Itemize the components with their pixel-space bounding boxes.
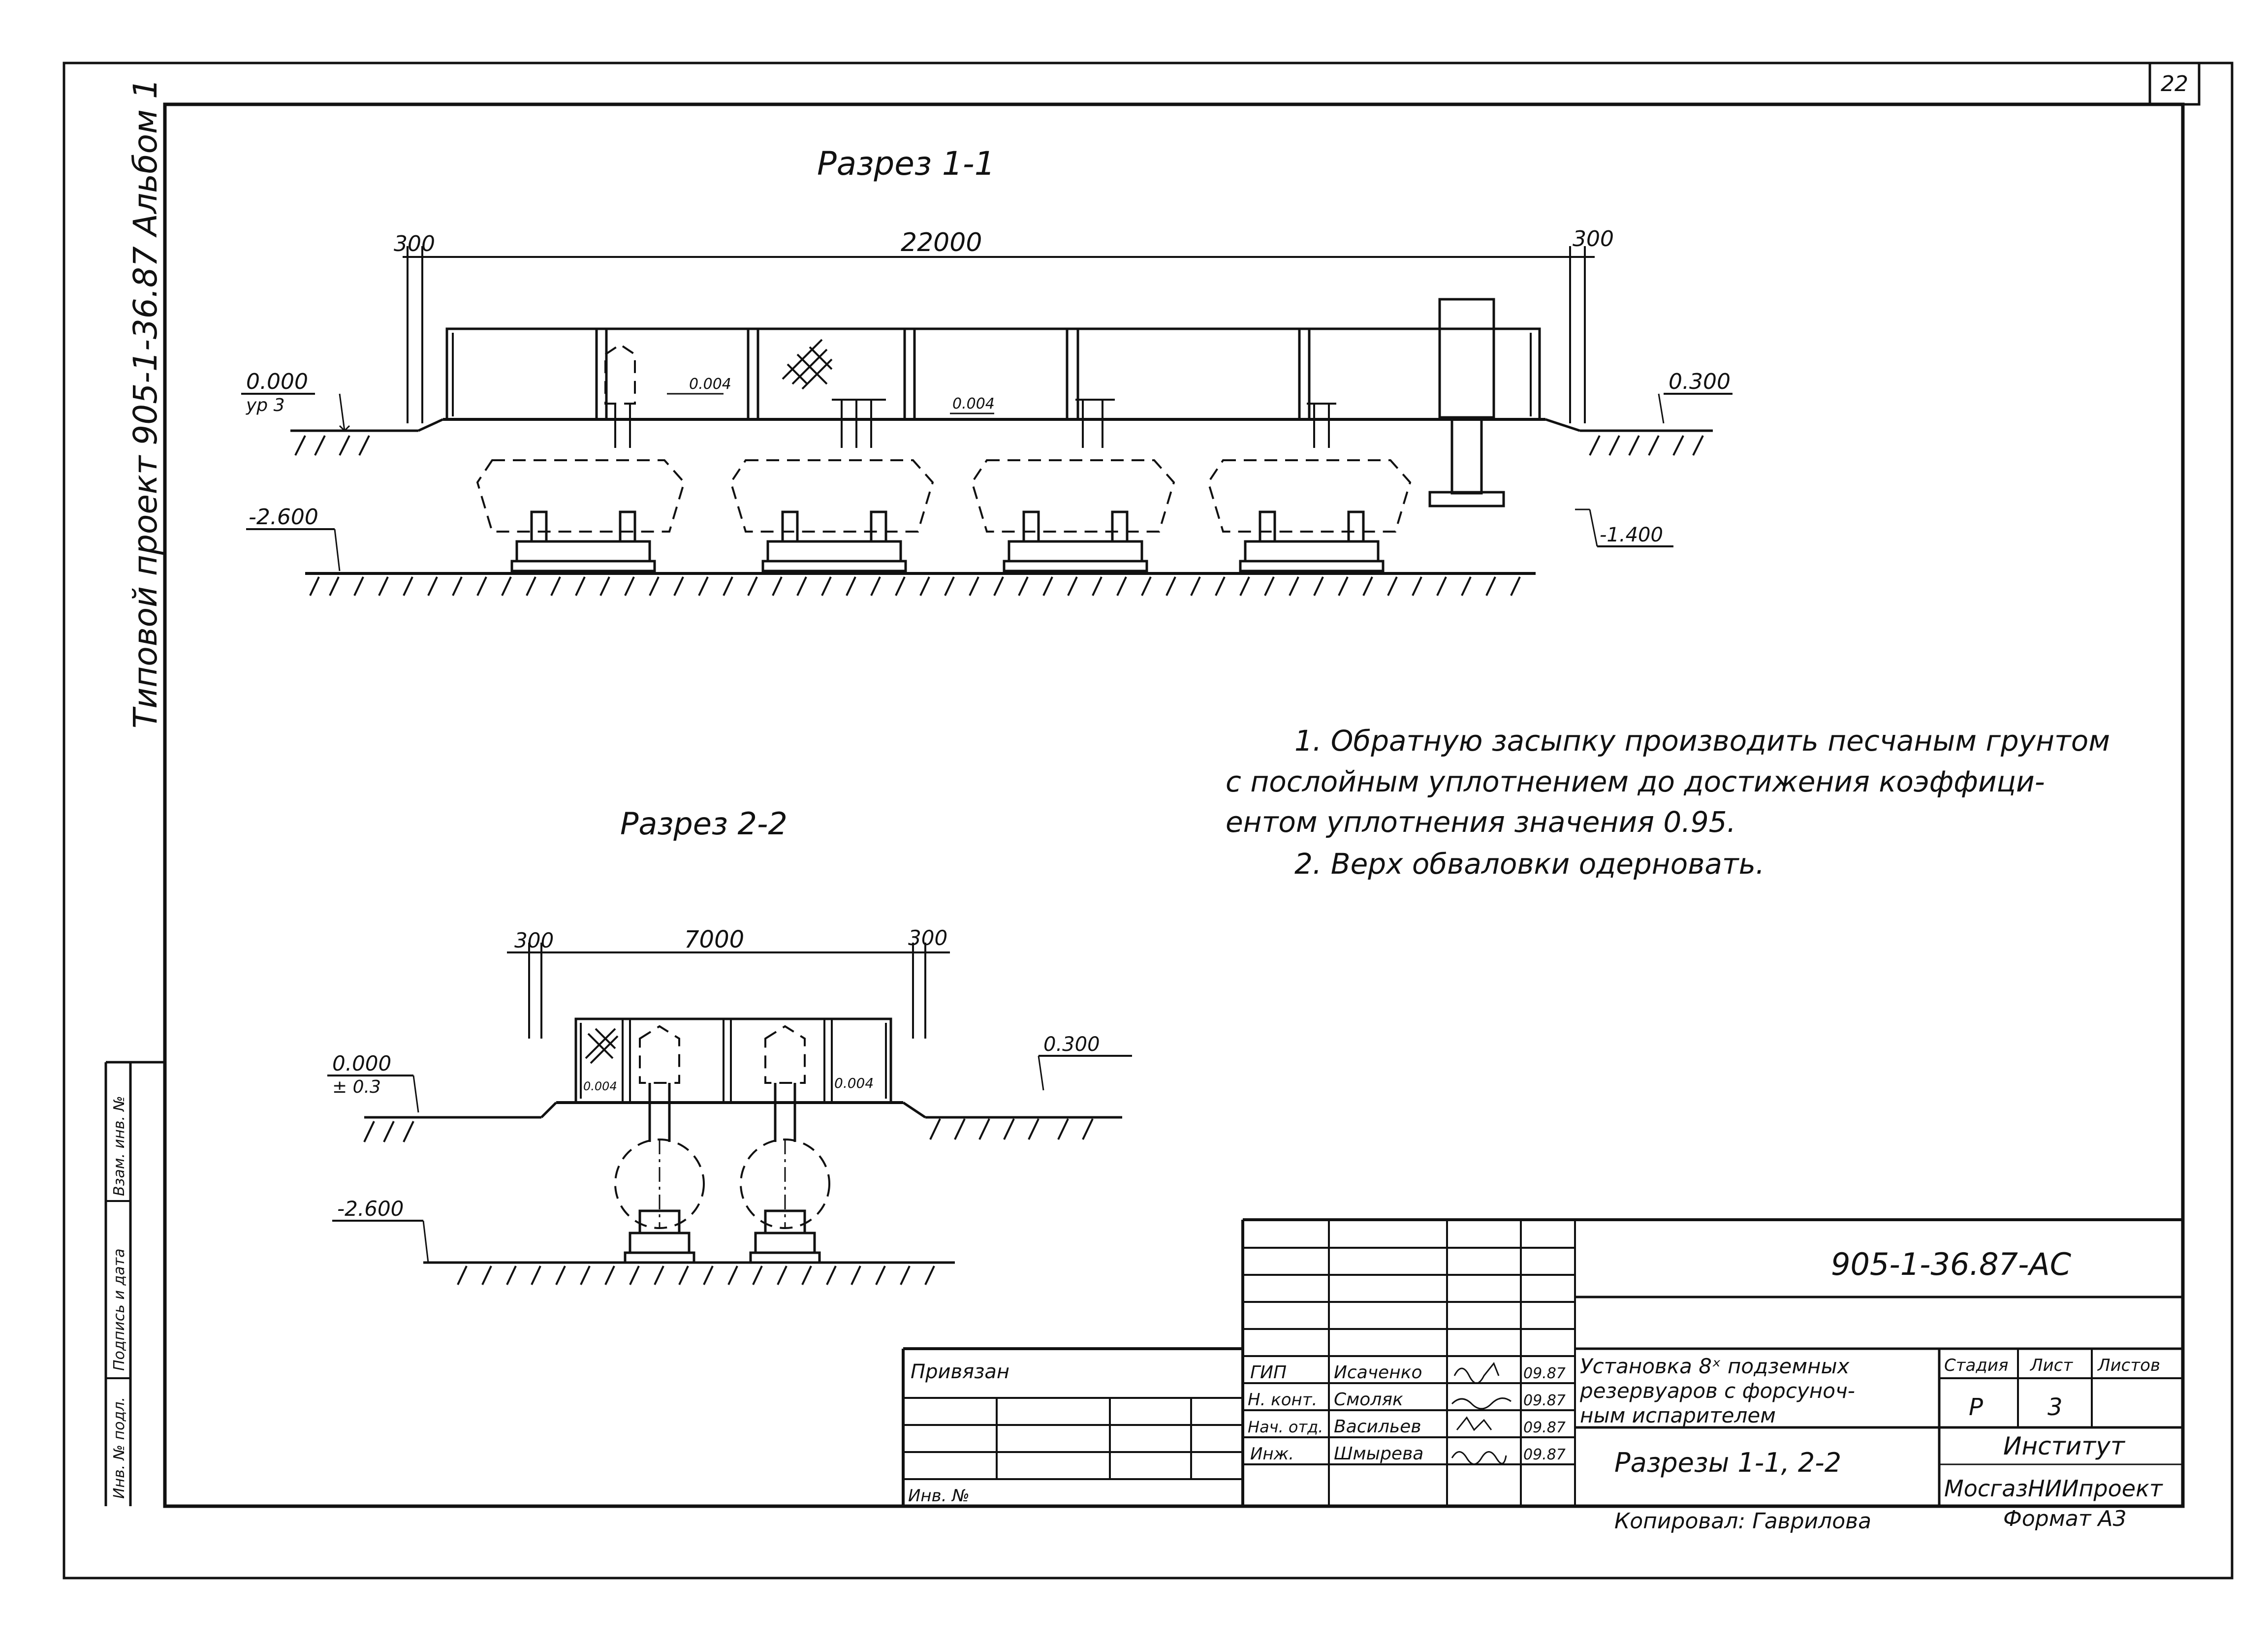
s1-dim-right: 300 (1573, 226, 1614, 252)
role-0: ГИП (1250, 1362, 1287, 1383)
role-2: Нач. отд. (1248, 1418, 1323, 1436)
name-3: Шмырева (1334, 1444, 1423, 1464)
sheets-label: Листов (2097, 1356, 2160, 1375)
date-1: 09.87 (1523, 1392, 1566, 1409)
stage-value: Р (1969, 1393, 1983, 1421)
s1-level-left-sub: ур 3 (246, 395, 285, 415)
stamp-podpis: Подпись и дата (111, 1249, 128, 1371)
inv-no-label: Инв. № (908, 1486, 970, 1506)
s2-dim-left: 300 (514, 928, 554, 952)
s2-level-bottom: -2.600 (337, 1197, 404, 1221)
s1-level-bottom: -2.600 (249, 505, 318, 530)
s2-slope-1: 0.004 (583, 1079, 617, 1093)
drawing-name: Разрезы 1-1, 2-2 (1614, 1447, 1841, 1478)
s1-level-left: 0.000 (246, 369, 308, 394)
institute-label: Институт (2003, 1432, 2126, 1460)
outer-frame (63, 62, 2234, 1580)
format-label: Формат А3 (2003, 1506, 2127, 1531)
title-line-1: Установка 8ˣ подземных (1580, 1354, 1850, 1378)
name-0: Исаченко (1334, 1362, 1422, 1383)
s1-slope-1: 0.004 (689, 376, 731, 393)
section2-title: Разрез 2-2 (620, 806, 788, 842)
sheet-label: Лист (2029, 1356, 2073, 1375)
privyazan-label: Привязан (911, 1360, 1009, 1383)
name-2: Васильев (1334, 1417, 1421, 1437)
s2-dim-right: 300 (908, 926, 947, 950)
s2-level-left-sub: ± 0.3 (332, 1077, 381, 1097)
s1-slope-2: 0.004 (952, 395, 995, 412)
role-3: Инж. (1250, 1444, 1294, 1464)
note-line-4: 2. Верх обваловки одерновать. (1294, 847, 1764, 881)
s2-dim-total: 7000 (684, 926, 744, 953)
s1-level-column: -1.400 (1600, 524, 1663, 546)
stage-label: Стадия (1944, 1356, 2008, 1375)
section-1-1: Разрез 1-1 300 22000 300 0.000 ур 3 0.30… (241, 145, 1732, 596)
side-label: Типовой проект 905-1-36.87 Альбом 1 (126, 78, 164, 728)
drawing-code: 905-1-36.87-АС (1831, 1246, 2072, 1282)
title-block: Привязан Инв. № ГИП Исаченко 09.87 Н. ко… (902, 1218, 2183, 1506)
s2-level-right: 0.300 (1043, 1033, 1100, 1056)
page-number-box (2148, 62, 2201, 106)
s1-level-right: 0.300 (1669, 369, 1731, 394)
copied-by: Копировал: Гаврилова (1614, 1509, 1871, 1534)
institute-name: МосгазНИИпроект (1944, 1475, 2163, 1502)
page-number: 22 (2161, 71, 2188, 96)
sheet-value: 3 (2048, 1393, 2063, 1421)
stamp-vzam: Взам. инв. № (111, 1096, 128, 1196)
note-line-2: с послойным уплотнением до достижения ко… (1226, 765, 2045, 798)
title-line-3: ным испарителем (1580, 1403, 1776, 1427)
section1-title: Разрез 1-1 (817, 145, 995, 183)
role-1: Н. конт. (1248, 1390, 1317, 1410)
section-2-2: Разрез 2-2 300 7000 300 0.000 ± 0.3 0.30… (327, 806, 1132, 1285)
note-line-3: ентом уплотнения значения 0.95. (1226, 805, 1736, 839)
s1-dim-left: 300 (394, 231, 435, 256)
stamp-inv: Инв. № подл. (111, 1397, 128, 1499)
notes: 1. Обратную засыпку производить песчаным… (1226, 724, 2110, 881)
s2-slope-2: 0.004 (834, 1075, 874, 1091)
date-3: 09.87 (1523, 1446, 1566, 1463)
s2-level-left: 0.000 (332, 1051, 391, 1076)
date-2: 09.87 (1523, 1419, 1566, 1436)
inner-frame (163, 102, 2185, 1508)
note-line-1: 1. Обратную засыпку производить песчаным… (1294, 724, 2110, 758)
side-stamp: Взам. инв. № Подпись и дата Инв. № подл. (104, 1061, 165, 1506)
s1-dim-total: 22000 (901, 228, 982, 257)
title-line-2: резервуаров с форсуноч- (1579, 1379, 1855, 1403)
name-1: Смоляк (1334, 1390, 1403, 1410)
date-0: 09.87 (1523, 1365, 1566, 1382)
